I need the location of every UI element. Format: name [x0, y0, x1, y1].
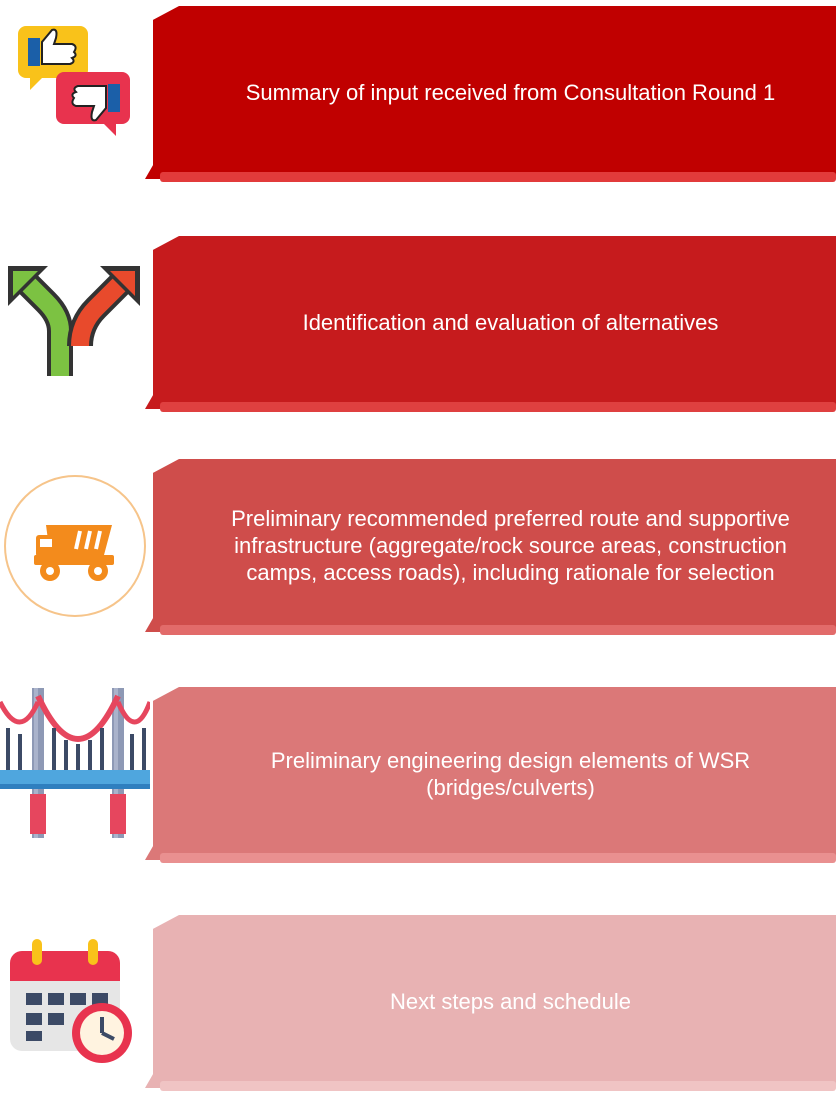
split-arrows-icon: [0, 236, 150, 386]
step-label-5: Next steps and schedule: [390, 989, 631, 1014]
step-1: Summary of input received from Consultat…: [0, 6, 836, 186]
banner-shadow-3: [160, 625, 836, 635]
step-label-3: Preliminary recommended preferred route …: [231, 506, 790, 585]
step-banner-3: Preliminary recommended preferred route …: [145, 459, 836, 632]
banner-shadow-4: [160, 853, 836, 863]
feedback-thumbs-icon: [0, 6, 150, 156]
dump-truck-icon: [0, 471, 150, 621]
step-2: Identification and evaluation of alterna…: [0, 236, 836, 416]
bridge-icon: [0, 687, 150, 838]
step-label-2: Identification and evaluation of alterna…: [302, 310, 719, 335]
step-label-1: Summary of input received from Consultat…: [245, 80, 776, 105]
step-banner-1: Summary of input received from Consultat…: [145, 6, 836, 179]
calendar-clock-icon: [0, 921, 150, 1071]
banner-shadow-5: [160, 1081, 836, 1091]
step-4: Preliminary engineering design elements …: [0, 687, 836, 867]
step-banner-2: Identification and evaluation of alterna…: [145, 236, 836, 409]
step-banner-5: Next steps and schedule: [145, 915, 836, 1088]
step-label-4: Preliminary engineering design elements …: [270, 747, 751, 800]
banner-shadow-1: [160, 172, 836, 182]
banner-shadow-2: [160, 402, 836, 412]
step-5: Next steps and schedule: [0, 915, 836, 1095]
step-3: Preliminary recommended preferred route …: [0, 459, 836, 639]
step-banner-4: Preliminary engineering design elements …: [145, 687, 836, 860]
